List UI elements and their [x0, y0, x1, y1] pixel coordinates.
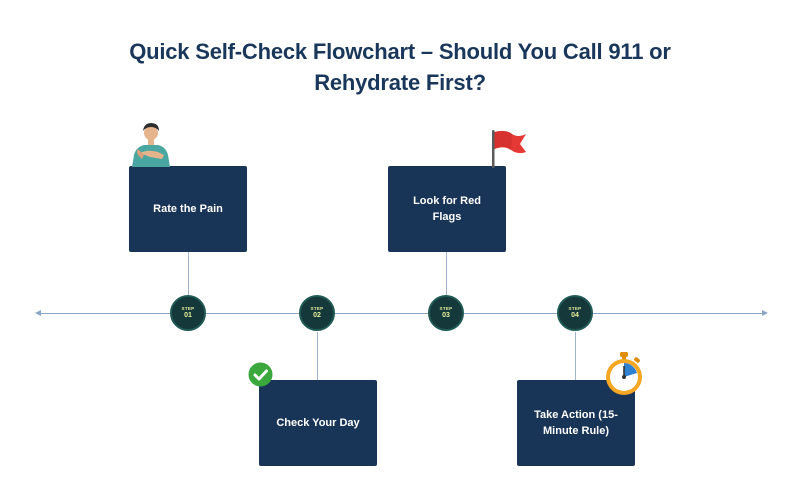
step-node-number: 01 — [184, 312, 192, 319]
step-node-number: 02 — [313, 312, 321, 319]
connector-step-2 — [317, 332, 318, 380]
step-node-label: STEP — [568, 306, 582, 311]
step-node-2: STEP 02 — [299, 295, 335, 331]
connector-step-4 — [575, 332, 576, 380]
step-node-label: STEP — [310, 306, 324, 311]
step-card-take-action: Take Action (15-Minute Rule) — [517, 380, 635, 466]
red-flag-icon — [492, 130, 526, 168]
step-node-1: STEP 01 — [170, 295, 206, 331]
title-line-1: Quick Self-Check Flowchart – Should You … — [129, 39, 671, 64]
step-card-check-day: Check Your Day — [259, 380, 377, 466]
timeline-line — [38, 313, 764, 314]
step-node-number: 04 — [571, 312, 579, 319]
step-node-label: STEP — [181, 306, 195, 311]
step-card-rate-pain: Rate the Pain — [129, 166, 247, 252]
step-card-text: Take Action (15-Minute Rule) — [534, 409, 618, 437]
step-card-red-flags: Look for Red Flags — [388, 166, 506, 252]
person-in-pain-icon — [132, 123, 170, 167]
connector-step-1 — [188, 251, 189, 295]
title-line-2: Rehydrate First? — [314, 70, 486, 95]
page-title: Quick Self-Check Flowchart – Should You … — [60, 36, 740, 98]
step-node-4: STEP 04 — [557, 295, 593, 331]
checkmark-icon — [248, 362, 273, 387]
step-node-3: STEP 03 — [428, 295, 464, 331]
step-node-label: STEP — [439, 306, 453, 311]
step-card-text: Rate the Pain — [153, 203, 223, 215]
connector-step-3 — [446, 251, 447, 295]
step-node-number: 03 — [442, 312, 450, 319]
step-card-text: Look for Red Flags — [413, 195, 481, 223]
stopwatch-icon — [606, 352, 642, 395]
timeline-arrow-right — [762, 310, 768, 316]
step-card-text: Check Your Day — [276, 417, 360, 429]
timeline-arrow-left — [35, 310, 41, 316]
